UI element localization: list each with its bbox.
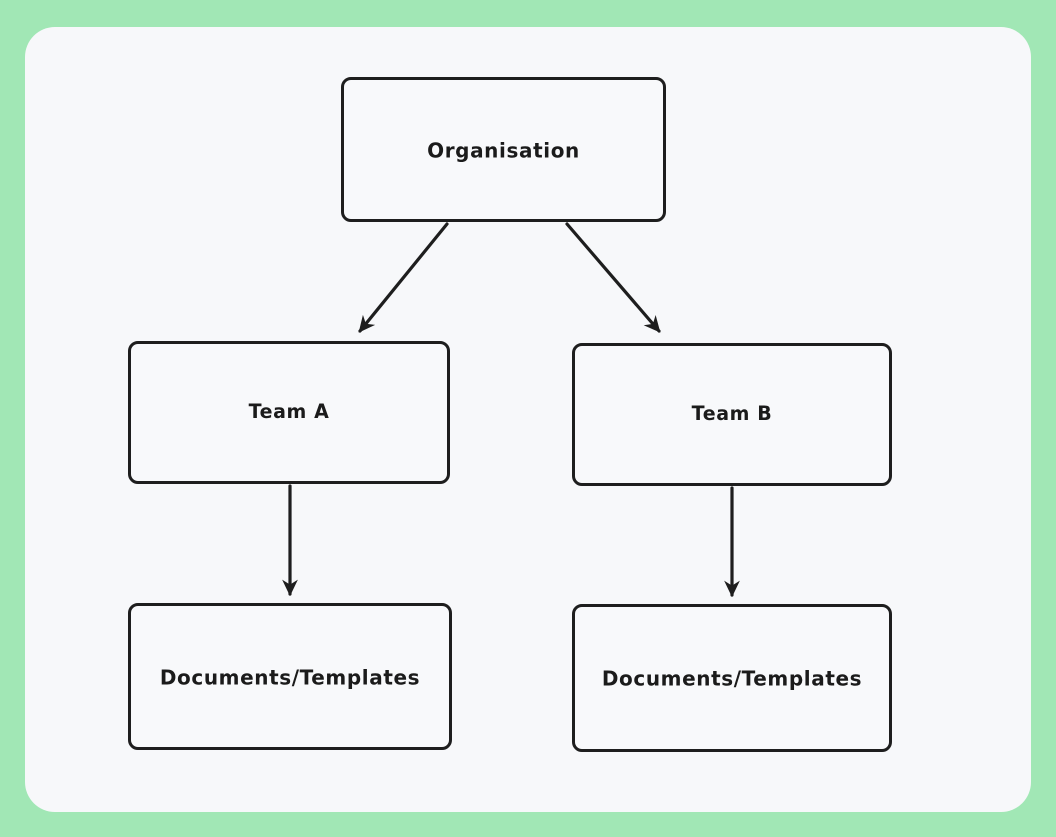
node-documents-templates-team-b[interactable]: Documents/Templates [572, 604, 892, 752]
node-team-b-label: Team B [691, 402, 773, 426]
node-documents-templates-team-a[interactable]: Documents/Templates [128, 603, 452, 750]
node-team-a[interactable]: Team A [128, 341, 450, 484]
node-organisation[interactable]: Organisation [341, 77, 666, 222]
node-team-b[interactable]: Team B [572, 343, 892, 486]
node-organisation-label: Organisation [427, 137, 580, 162]
node-documents-templates-team-a-label: Documents/Templates [159, 664, 421, 689]
edge-organisation-to-team-b [565, 222, 661, 333]
edge-organisation-to-team-a [358, 222, 449, 333]
node-team-a-label: Team A [248, 400, 330, 424]
node-documents-templates-team-b-label: Documents/Templates [601, 665, 863, 691]
